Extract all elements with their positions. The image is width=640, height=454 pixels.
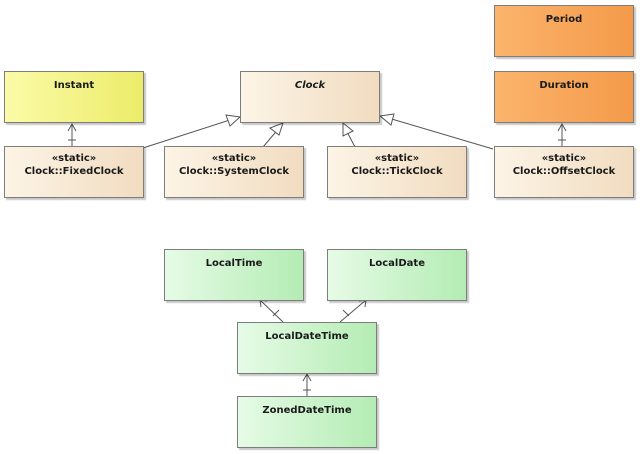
class-duration: Duration [494, 71, 634, 123]
association-offsetclock-duration [557, 122, 567, 146]
generalization-fixedclock-clock [142, 114, 242, 149]
class-zoned-date-time: ZonedDateTime [237, 396, 377, 448]
class-name: ZonedDateTime [262, 405, 352, 416]
stereotype-label: «static» [541, 153, 587, 164]
class-offset-clock: «static» Clock::OffsetClock [494, 146, 634, 198]
association-localdatetime-localdate [339, 299, 367, 323]
class-name: Clock::TickClock [351, 166, 443, 177]
association-localdatetime-localtime [259, 299, 284, 323]
class-tick-clock: «static» Clock::TickClock [327, 146, 467, 198]
class-local-date-time: LocalDateTime [237, 322, 377, 374]
class-name: Clock::OffsetClock [512, 166, 616, 177]
class-system-clock: «static» Clock::SystemClock [164, 146, 304, 198]
class-fixed-clock: «static» Clock::FixedClock [4, 146, 144, 198]
class-local-time: LocalTime [164, 249, 304, 301]
stereotype-label: «static» [374, 153, 420, 164]
association-fixedclock-instant [67, 122, 77, 146]
generalization-systemclock-clock [262, 122, 284, 148]
class-name: LocalDateTime [265, 331, 349, 342]
class-name: Clock::FixedClock [24, 166, 124, 177]
class-name: Clock::SystemClock [178, 166, 290, 177]
generalization-tickclock-clock [342, 121, 356, 148]
stereotype-label: «static» [211, 153, 257, 164]
stereotype-label: «static» [51, 153, 97, 164]
class-name: LocalDate [369, 258, 425, 269]
class-name: Clock [294, 80, 326, 91]
association-zoneddatetime-localdatetime [302, 372, 312, 396]
class-name: Instant [53, 80, 95, 91]
generalization-offsetclock-clock [378, 113, 494, 150]
class-local-date: LocalDate [327, 249, 467, 301]
class-clock: Clock [240, 71, 380, 123]
class-name: Duration [539, 80, 589, 91]
class-period: Period [494, 5, 634, 57]
class-name: Period [545, 14, 583, 25]
class-instant: Instant [4, 71, 144, 123]
class-name: LocalTime [205, 258, 263, 269]
